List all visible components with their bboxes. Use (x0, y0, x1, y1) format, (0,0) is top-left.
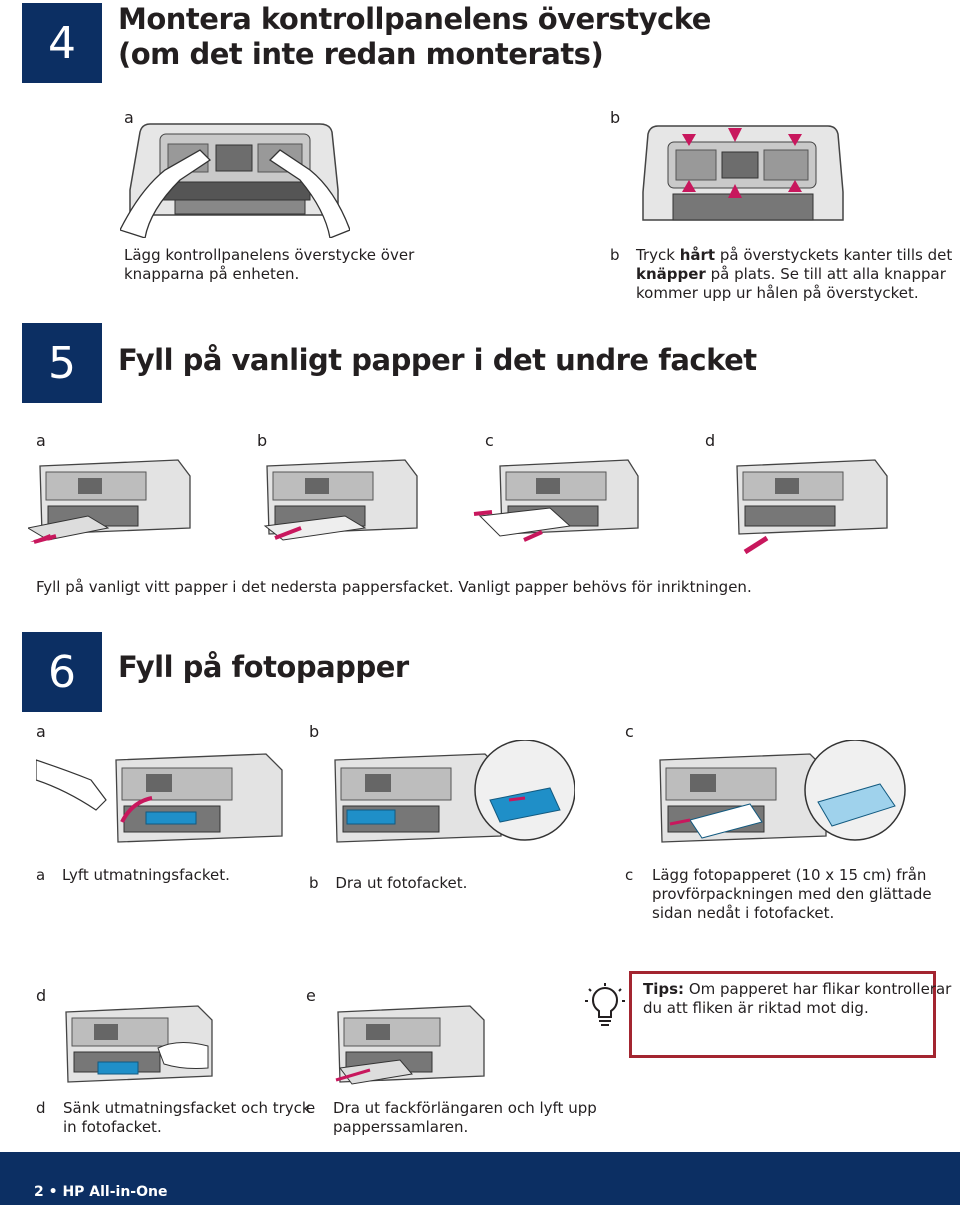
printer-pull-extender-illustration (335, 1005, 485, 1085)
printer-load-paper-illustration (473, 459, 639, 542)
tip-line1: Tips: Om papperet har flikar kontrollera… (643, 980, 951, 999)
tip-box (629, 971, 936, 1058)
step-6a-inline-letter: a (36, 866, 46, 884)
step-5-caption: Fyll på vanligt vitt papper i det neders… (36, 578, 752, 596)
step-6b-inline-letter: b (309, 874, 319, 892)
step-5c-letter: c (485, 431, 494, 450)
step-4b-caption-line1: b Tryck hårt på överstyckets kanter till… (610, 246, 952, 265)
step-4b-letter-inline: b (610, 246, 620, 264)
step-6c-line1: Lägg fotopapperet (10 x 15 cm) från (652, 866, 927, 884)
step-4a-caption: Lägg kontrollpanelens överstycke över kn… (124, 246, 414, 284)
step-5b-letter: b (257, 431, 268, 450)
step-4-title: Montera kontrollpanelens överstycke (om … (118, 2, 711, 72)
step-5a-letter: a (36, 431, 46, 450)
printer-lower-output-tray-illustration (65, 1005, 213, 1083)
step-4a-letter: a (124, 108, 134, 127)
step-6d-letter: d (36, 986, 47, 1005)
tip-line2: du att fliken är riktad mot dig. (643, 999, 869, 1017)
step-6e-letter: e (306, 986, 316, 1005)
printer-pull-photo-tray-illustration (334, 740, 575, 843)
step-4b-caption: b Tryck hårt på överstyckets kanter till… (610, 246, 952, 303)
step-6c-letter: c (625, 722, 634, 741)
printer-tray-pull-illustration (28, 459, 191, 544)
step-4b-caption-line2: knäpper på plats. Se till att alla knapp… (636, 265, 952, 284)
step-6-title: Fyll på fotopapper (118, 650, 409, 684)
step-6d-line1: Sänk utmatningsfacket och tryck (63, 1099, 311, 1117)
step-6d-inline-letter: d (36, 1099, 46, 1117)
step-4-title-line2: (om det inte redan monterats) (118, 37, 604, 71)
step-4-title-line1: Montera kontrollpanelens överstycke (118, 2, 711, 36)
tip-text-line1: Om papperet har flikar kontrollerar (684, 980, 952, 998)
step-6c-caption: c Lägg fotopapperet (10 x 15 cm) från pr… (625, 866, 932, 923)
tip-label: Tips: (643, 980, 685, 998)
tip-text: Tips: Om papperet har flikar kontrollera… (643, 980, 951, 1018)
step-6a-letter: a (36, 722, 46, 741)
step-6a-caption: a Lyft utmatningsfacket. (36, 866, 230, 885)
step-6c-line3: sidan nedåt i fotofacket. (652, 904, 835, 922)
printer-panel-hands-illustration (120, 123, 350, 238)
step-6e-line1: Dra ut fackförlängaren och lyft upp (333, 1099, 597, 1117)
step-4b-letter: b (610, 108, 621, 127)
step-6-number: 6 (22, 632, 102, 712)
printer-tray-push-in-illustration (736, 459, 888, 555)
printer-panel-press-arrows-illustration (642, 125, 844, 221)
step-6d-line2: in fotofacket. (63, 1118, 162, 1136)
step-4b-caption-line3: kommer upp ur hålen på överstycket. (636, 284, 919, 302)
step-4a-caption-line2: knapparna på enheten. (124, 265, 300, 283)
step-5d-letter: d (705, 431, 716, 450)
page-footer: 2 • HP All-in-One (0, 1152, 960, 1205)
step-4b-text-pre: Tryck (636, 246, 680, 264)
step-4b-bold-hart: hårt (679, 246, 716, 264)
step-6a-text: Lyft utmatningsfacket. (61, 866, 230, 884)
step-4b-text-mid: på överstyckets kanter tills det (715, 246, 953, 264)
printer-tray-guides-illustration (263, 459, 418, 541)
printer-load-photo-paper-illustration (659, 740, 906, 843)
step-6d-caption: d Sänk utmatningsfacket och tryck in fot… (36, 1099, 311, 1137)
step-4b-text-line2: på plats. Se till att alla knappar (705, 265, 946, 283)
lightbulb-icon (585, 983, 625, 1026)
step-6c-inline-letter: c (625, 866, 634, 884)
step-4b-bold-knapper: knäpper (636, 265, 706, 283)
step-6e-inline-letter: e (306, 1099, 316, 1117)
step-4a-caption-line1: Lägg kontrollpanelens överstycke över (124, 246, 415, 264)
step-6c-line2: provförpackningen med den glättade (652, 885, 932, 903)
step-4-number: 4 (22, 3, 102, 83)
step-6e-caption: e Dra ut fackförlängaren och lyft upp pa… (306, 1099, 597, 1137)
step-5-number: 5 (22, 323, 102, 403)
step-6b-text: Dra ut fotofacket. (335, 874, 468, 892)
step-6b-caption: b Dra ut fotofacket. (309, 874, 467, 893)
step-6b-letter: b (309, 722, 320, 741)
footer-page-label: 2 • HP All-in-One (34, 1184, 168, 1200)
step-6e-line2: papperssamlaren. (333, 1118, 469, 1136)
printer-lift-output-tray-illustration (36, 753, 283, 843)
step-5-title: Fyll på vanligt papper i det undre facke… (118, 343, 757, 377)
